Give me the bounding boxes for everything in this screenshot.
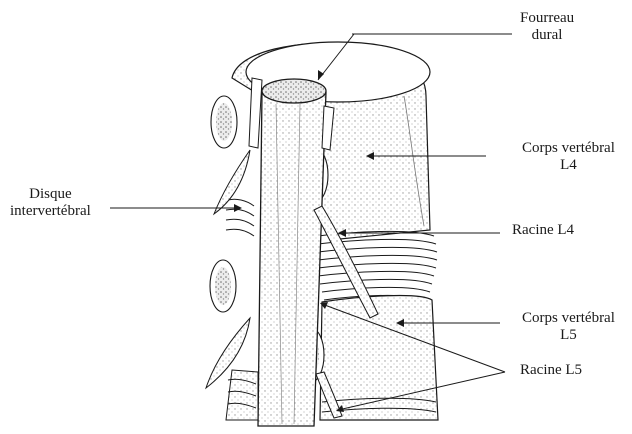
label-disque-intervertebral: Disque intervertébral bbox=[10, 186, 91, 220]
label-corps-l5-line2: L5 bbox=[522, 327, 615, 344]
label-fourreau-line2: dural bbox=[520, 27, 574, 44]
label-disque-line2: intervertébral bbox=[10, 203, 91, 220]
label-corps-vertebral-l4: Corps vertébral L4 bbox=[522, 140, 615, 174]
label-racine-l4-text: Racine L4 bbox=[512, 222, 574, 239]
label-racine-l4: Racine L4 bbox=[512, 222, 574, 239]
label-corps-l4-line2: L4 bbox=[522, 157, 615, 174]
label-fourreau-dural: Fourreau dural bbox=[520, 10, 574, 44]
label-racine-l5: Racine L5 bbox=[520, 362, 582, 379]
label-corps-vertebral-l5: Corps vertébral L5 bbox=[522, 310, 615, 344]
label-corps-l4-line1: Corps vertébral bbox=[522, 140, 615, 157]
label-racine-l5-text: Racine L5 bbox=[520, 362, 582, 379]
label-corps-l5-line1: Corps vertébral bbox=[522, 310, 615, 327]
label-disque-line1: Disque bbox=[10, 186, 91, 203]
label-fourreau-line1: Fourreau bbox=[520, 10, 574, 27]
